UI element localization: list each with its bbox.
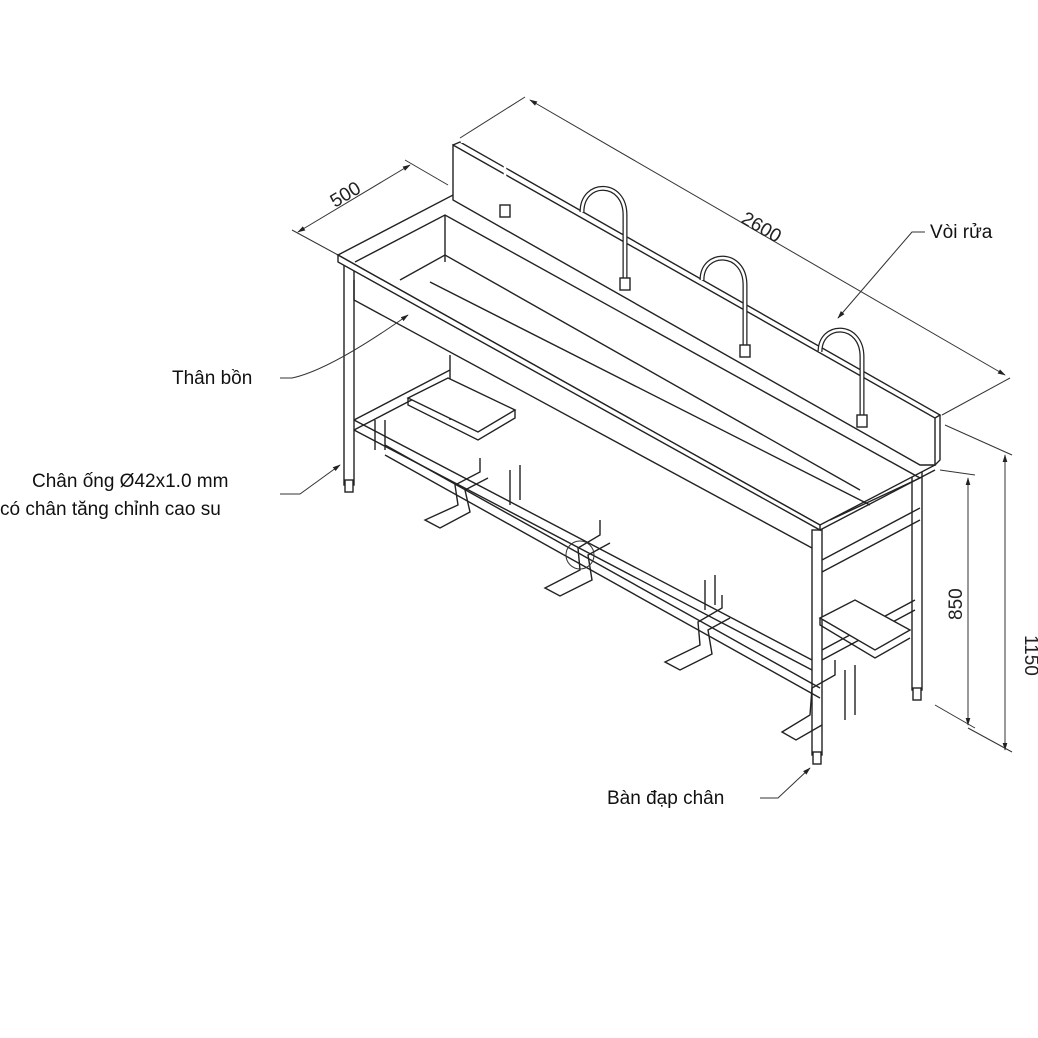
pedal-label: Bàn đạp chân (607, 788, 724, 809)
leg-foot (344, 479, 354, 493)
working-height-label: 850 (946, 588, 967, 620)
leg-label-line1: Chân ống Ø42x1.0 mm (32, 471, 228, 492)
leg-foot (812, 751, 822, 765)
dimension-total-height: 1150 (944, 424, 1038, 753)
total-height-label: 1150 (1020, 635, 1038, 676)
callout-pedal: Bàn đạp chân (607, 767, 811, 809)
faucet (460, 118, 511, 218)
foot-pedal (780, 660, 836, 741)
drain-basket-left (406, 377, 517, 441)
foot-pedal (663, 595, 731, 671)
leg-label-line2: có chân tăng chỉnh cao su (0, 499, 221, 520)
drain-basket-right (818, 599, 912, 659)
length-dimension-label: 2600 (738, 208, 785, 247)
leg-front-right (811, 529, 823, 756)
faucet-label: Vòi rửa (930, 222, 993, 243)
leg-back-right (911, 469, 923, 691)
body-label: Thân bồn (172, 368, 252, 389)
foot-pedals (423, 458, 836, 741)
depth-dimension-label: 500 (327, 178, 365, 212)
leg-front-left (343, 264, 355, 486)
callout-leg: Chân ống Ø42x1.0 mm có chân tăng chỉnh c… (0, 464, 341, 520)
leg-foot (912, 687, 922, 701)
callout-body: Thân bồn (172, 314, 409, 389)
callout-faucet: Vòi rửa (837, 222, 993, 319)
foot-pedal (543, 520, 611, 597)
foot-pedal (423, 458, 489, 529)
dimension-working-height: 850 (934, 469, 976, 729)
